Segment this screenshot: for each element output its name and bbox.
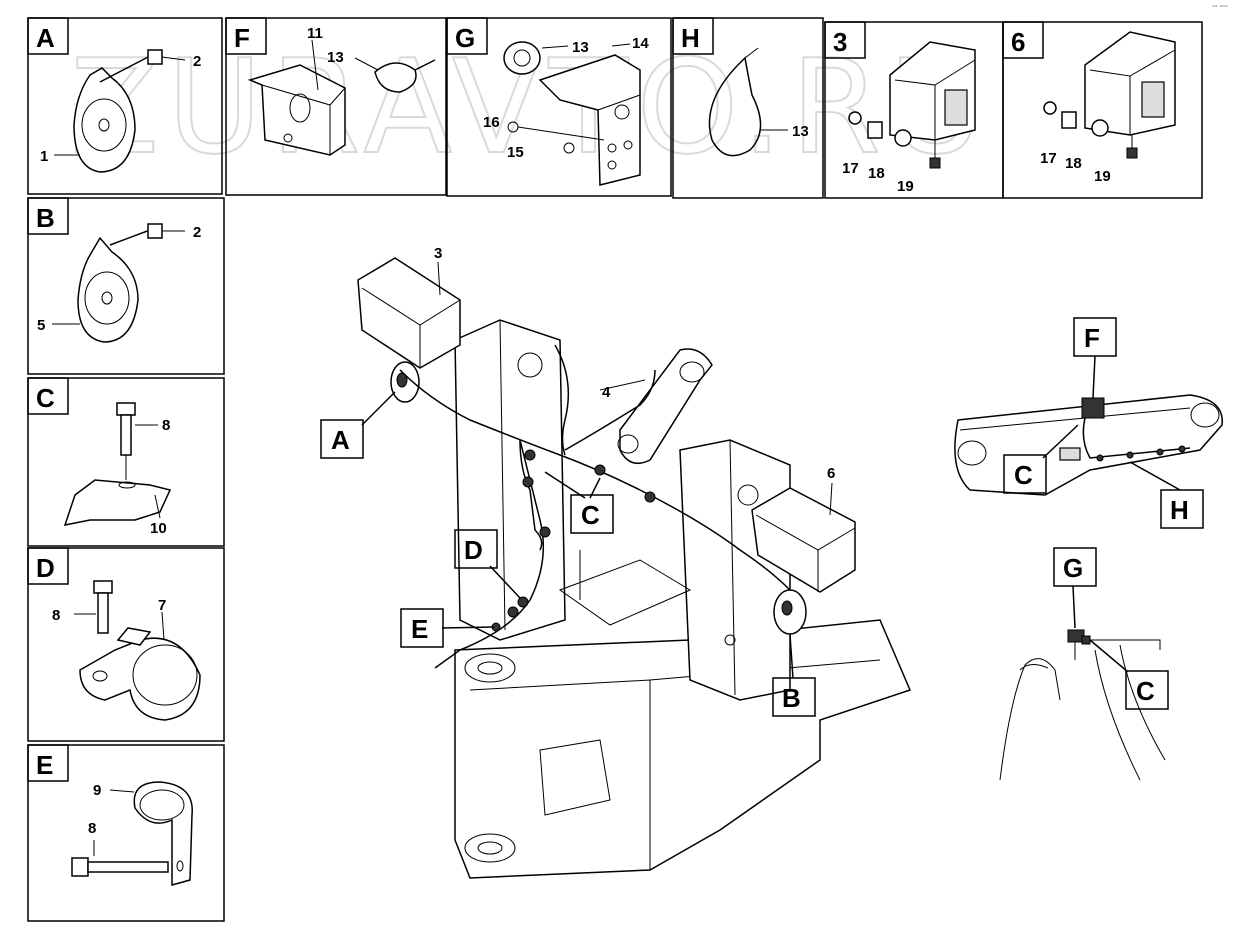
- panel-6: 6 17 18 19: [1002, 21, 1203, 199]
- panel-g: G 13 14 16 15: [446, 17, 672, 197]
- panel-c-part-10: 10: [150, 520, 167, 537]
- panel-b-letter: B: [36, 203, 55, 233]
- panel-3-part-18: 18: [868, 165, 885, 182]
- panel-h-letter: H: [681, 23, 700, 53]
- main-part-6: 6: [827, 465, 835, 482]
- main-callout-d: D: [464, 535, 483, 565]
- panel-f: F 11 13: [225, 17, 447, 196]
- panel-a-letter: A: [36, 23, 55, 53]
- panel-h: H 13: [672, 17, 824, 199]
- main-callout-b: B: [782, 683, 801, 713]
- panel-d-part-7: 7: [158, 597, 166, 614]
- panel-e-part-8: 8: [88, 820, 96, 837]
- panel-a-part-1: 1: [40, 148, 48, 165]
- panel-d: D 8 7: [27, 547, 225, 742]
- panel-b: B 2 5: [27, 197, 225, 375]
- panel-e-letter: E: [36, 750, 53, 780]
- detail-callout-h: H: [1170, 495, 1189, 525]
- detail-top-right: F C H: [954, 317, 1223, 529]
- main-callout-c: C: [581, 500, 600, 530]
- panel-g-part-13: 13: [572, 39, 589, 56]
- detail-callout-g: G: [1063, 553, 1083, 583]
- panel-3: 3 17 18 19: [824, 21, 1004, 199]
- panel-c-part-8: 8: [162, 417, 170, 434]
- panel-f-part-13: 13: [327, 49, 344, 66]
- panel-6-letter: 6: [1011, 27, 1025, 57]
- panel-f-part-11: 11: [307, 25, 323, 42]
- panel-g-part-14: 14: [632, 35, 649, 52]
- panel-h-part-13: 13: [792, 123, 809, 140]
- main-part-3: 3: [434, 245, 442, 262]
- detail-callout-c: C: [1014, 460, 1033, 490]
- panel-d-letter: D: [36, 553, 55, 583]
- main-assembly-view: 3 6 4 A C: [320, 245, 912, 879]
- detail-callout-c2: C: [1136, 676, 1155, 706]
- main-callout-e: E: [411, 614, 428, 644]
- panel-c-letter: C: [36, 383, 55, 413]
- panel-a: A 2 1: [27, 17, 223, 195]
- panel-g-part-15: 15: [507, 144, 524, 161]
- panel-3-part-19: 19: [897, 178, 914, 195]
- main-part-4: 4: [602, 384, 611, 401]
- panel-e-part-9: 9: [93, 782, 101, 799]
- panel-b-part-2: 2: [193, 224, 201, 241]
- panel-d-part-8: 8: [52, 607, 60, 624]
- panel-f-letter: F: [234, 23, 250, 53]
- panel-6-part-19: 19: [1094, 168, 1111, 185]
- panel-g-part-16: 16: [483, 114, 500, 131]
- panel-3-part-17: 17: [842, 160, 859, 177]
- panel-g-letter: G: [455, 23, 475, 53]
- panel-6-part-18: 18: [1065, 155, 1082, 172]
- panel-b-part-5: 5: [37, 317, 45, 334]
- panel-a-part-2: 2: [193, 53, 201, 70]
- panel-3-letter: 3: [833, 27, 847, 57]
- panel-6-part-17: 17: [1040, 150, 1057, 167]
- panel-c: C 8 10: [27, 377, 225, 547]
- detail-callout-f: F: [1084, 323, 1100, 353]
- detail-bottom-right: G C: [999, 547, 1169, 781]
- panel-e: E 9 8: [27, 744, 225, 922]
- corner-mark: °° °°°: [1212, 4, 1228, 12]
- main-callout-a: A: [331, 425, 350, 455]
